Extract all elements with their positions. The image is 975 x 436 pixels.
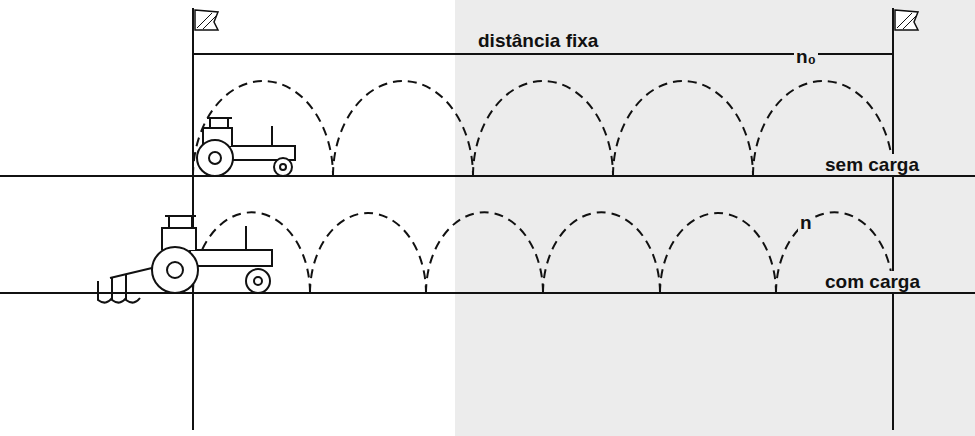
symbol-label: n [798,212,814,233]
distance-line [193,53,893,55]
wheel-path [193,212,893,293]
condition-label: com carga [823,271,922,292]
tractor [152,216,272,293]
flag [193,8,218,54]
wheel-path [193,81,893,176]
dimension-label: distância fixa [476,30,600,51]
plow [98,268,152,303]
condition-label: sem carga [823,154,921,175]
page-shade [455,0,975,436]
flag [893,8,918,54]
symbol-label: n₀ [794,46,818,67]
limit-line [892,54,894,430]
ground-line [0,175,975,177]
tractor [197,118,295,176]
ground-line [0,292,975,294]
